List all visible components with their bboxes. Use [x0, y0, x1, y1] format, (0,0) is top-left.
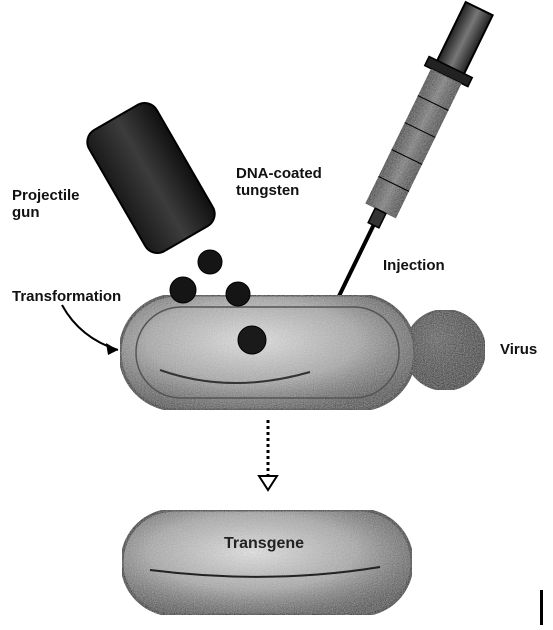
projectile-gun-icon: [82, 98, 220, 258]
label-dna-coated-line2: tungsten: [236, 182, 322, 199]
label-projectile-gun-line2: gun: [12, 204, 80, 221]
virus-icon: [405, 310, 485, 390]
label-dna-coated-tungsten: DNA-coated tungsten: [236, 165, 322, 199]
label-projectile-gun-line1: Projectile: [12, 187, 80, 204]
label-projectile-gun: Projectile gun: [12, 187, 80, 221]
label-dna-coated-line1: DNA-coated: [236, 165, 322, 182]
transgenic-cell-icon: [122, 510, 412, 615]
label-injection: Injection: [383, 257, 445, 274]
label-transgene: Transgene: [224, 535, 304, 552]
label-virus: Virus: [500, 341, 537, 358]
down-arrow-icon: [259, 420, 277, 490]
edge-mark: [540, 590, 543, 625]
cell-icon: [120, 295, 415, 410]
label-transformation: Transformation: [12, 288, 121, 305]
transformation-arrow-icon: [62, 305, 118, 355]
